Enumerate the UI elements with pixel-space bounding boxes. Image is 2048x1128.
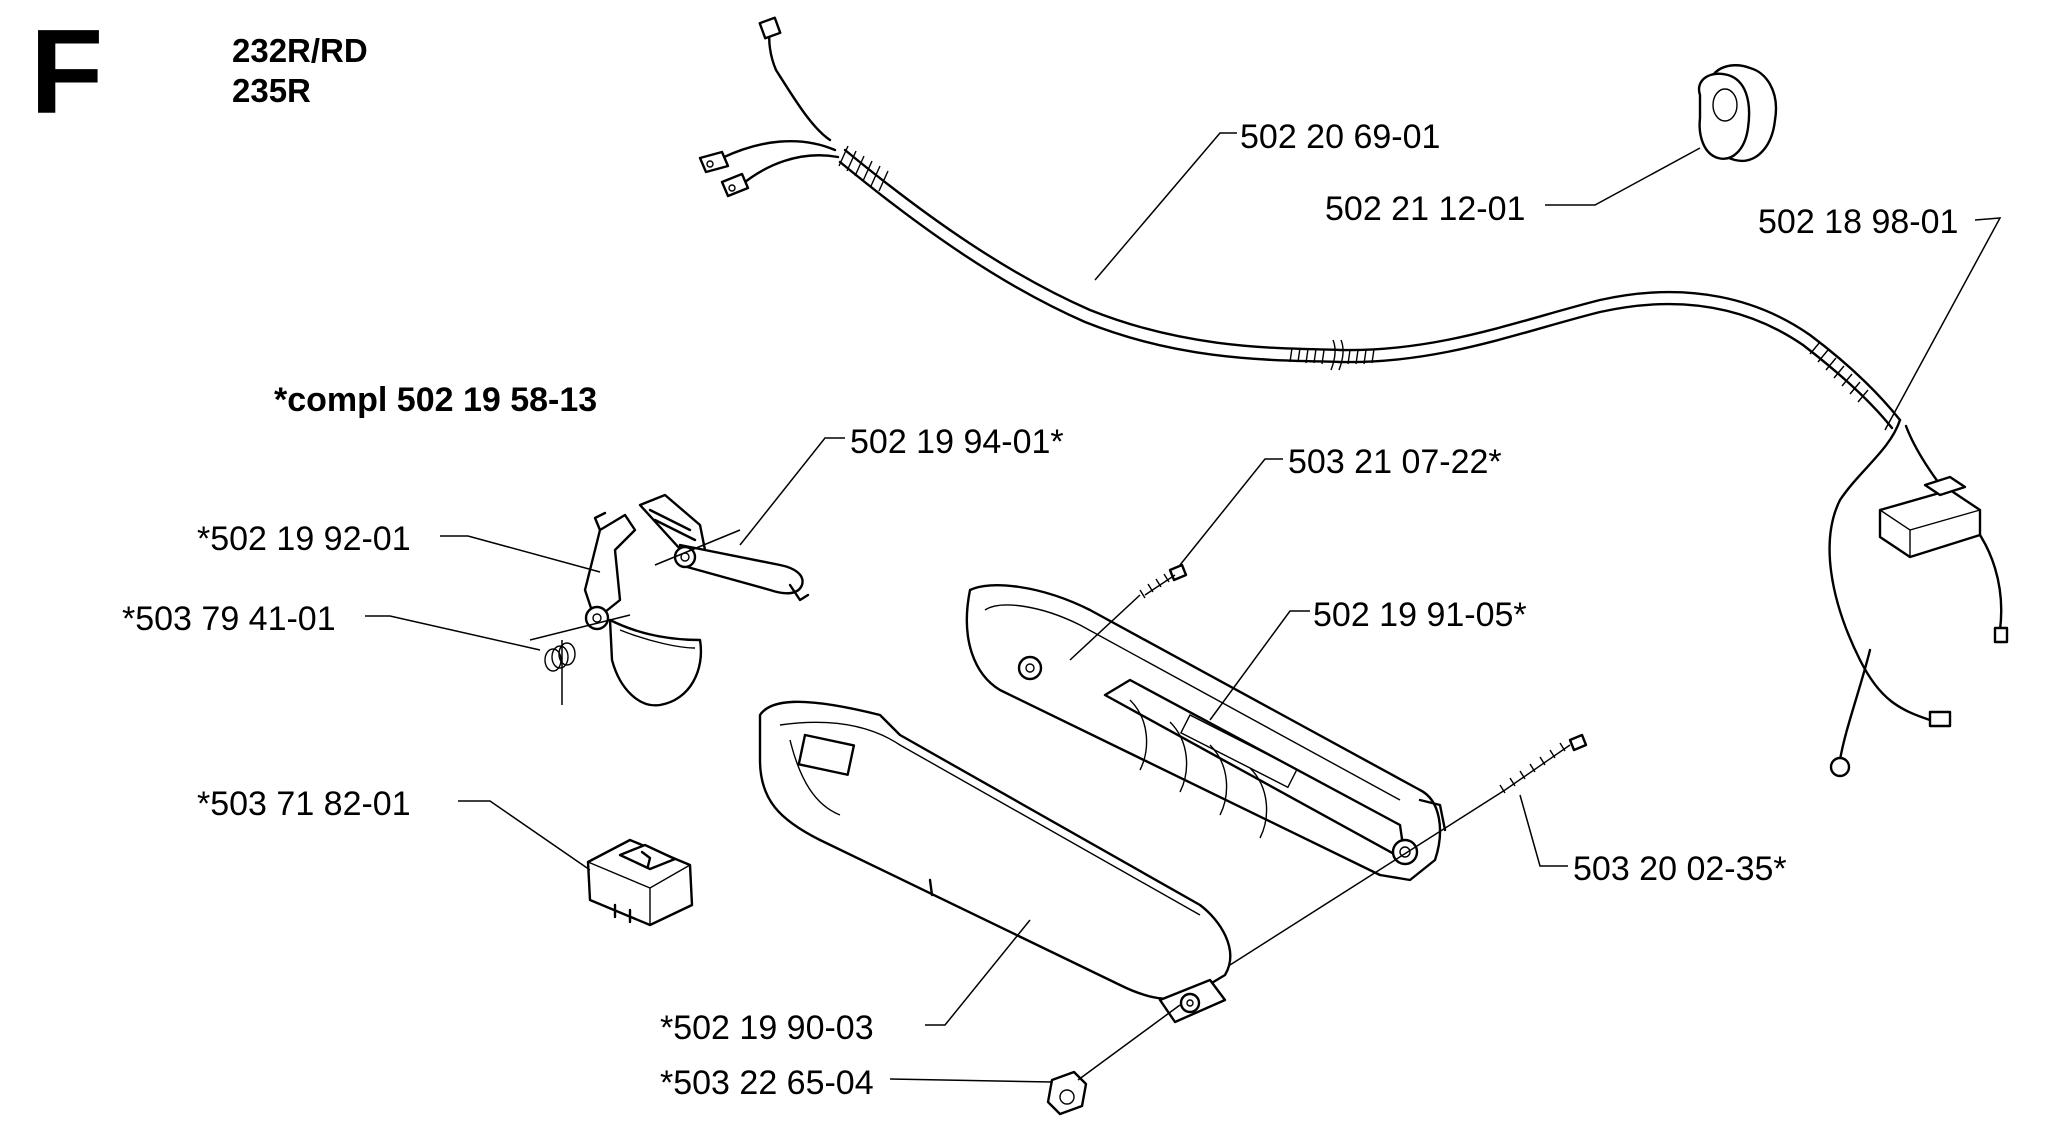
kit-note: *compl 502 19 58-13: [274, 381, 598, 419]
part-label-wire-harness: 502 18 98-01: [1758, 203, 1959, 241]
handle-left-half-part: [758, 700, 1232, 1024]
part-label-throttle-trigger: *502 19 92-01: [197, 520, 411, 558]
part-label-screw-long: 503 20 02-35*: [1573, 850, 1787, 888]
stop-switch-part: [586, 838, 694, 927]
cable-clip: [1697, 64, 1778, 163]
part-label-stop-switch: *503 71 82-01: [197, 785, 411, 823]
part-label-spring: *503 79 41-01: [122, 600, 336, 638]
model-name: 232R/RD: [232, 32, 368, 69]
part-label-handle-left-half: *502 19 90-03: [660, 1009, 874, 1047]
nut-part: [1046, 1004, 1181, 1116]
throttle-trigger-part: [529, 511, 703, 707]
part-label-cable-harness: 502 20 69-01: [1240, 118, 1441, 156]
part-label-nut: *503 22 65-04: [660, 1064, 874, 1102]
throttle-cable-assembly: [698, 16, 2009, 778]
part-label-screw-short: 503 21 07-22*: [1288, 443, 1502, 481]
leader-lines: [365, 132, 2002, 1083]
throttle-lockout-part: [638, 493, 810, 602]
model-name: 235R: [232, 72, 311, 109]
handle-right-half-part: [965, 583, 1447, 882]
part-label-handle-right-half: 502 19 91-05*: [1313, 596, 1527, 634]
part-label-clip: 502 21 12-01: [1325, 190, 1526, 228]
screw-short-part: [1069, 563, 1188, 661]
section-letter: F: [30, 5, 104, 139]
screw-long-part: [1229, 733, 1588, 966]
part-label-throttle-lockout: 502 19 94-01*: [850, 423, 1064, 461]
spring-part: [544, 640, 576, 705]
